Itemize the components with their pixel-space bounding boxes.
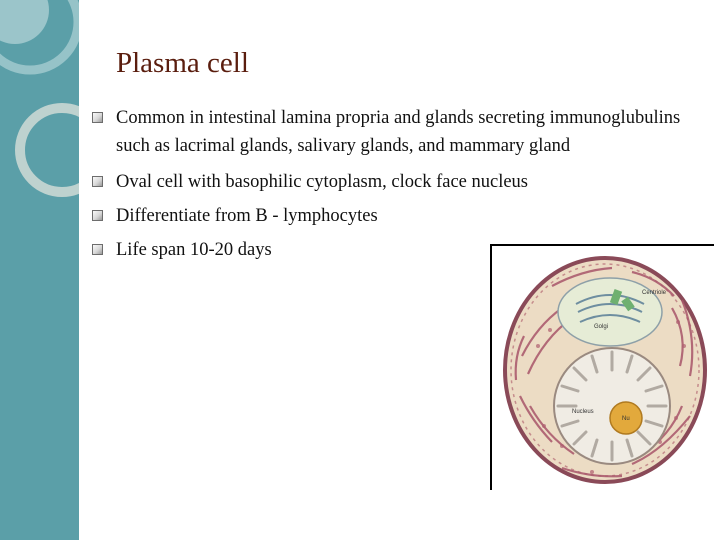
- bullet-item: Oval cell with basophilic cytoplasm, clo…: [92, 168, 712, 196]
- golgi-region: [557, 277, 663, 347]
- square-bullet-icon: [92, 176, 103, 187]
- bullet-item: Life span 10-20 days: [92, 236, 712, 264]
- label-golgi: Golgi: [594, 324, 608, 330]
- label-centriole: Centriole: [642, 290, 667, 296]
- label-nucleolus: Nu: [622, 416, 630, 422]
- plasma-cell-diagram: Centriole Golgi Nucleus Nu: [503, 256, 707, 484]
- bullet-item: Common in intestinal lamina propria and …: [92, 104, 712, 160]
- bullet-item: Differentiate from B - lymphocytes: [92, 202, 712, 230]
- label-nucleus: Nucleus: [572, 409, 594, 415]
- square-bullet-icon: [92, 112, 103, 123]
- bullet-list: Common in intestinal lamina propria and …: [92, 104, 712, 270]
- plasma-cell-illustration: Centriole Golgi Nucleus Nu: [490, 244, 714, 490]
- slide-title: Plasma cell: [116, 47, 249, 79]
- decorative-circles: [0, 0, 79, 197]
- square-bullet-icon: [92, 244, 103, 255]
- sidebar-decoration: [0, 0, 79, 540]
- nucleolus-shape: [609, 401, 643, 435]
- chromatin-clock-face: [556, 350, 668, 462]
- centriole-shape: [609, 289, 623, 305]
- square-bullet-icon: [92, 210, 103, 221]
